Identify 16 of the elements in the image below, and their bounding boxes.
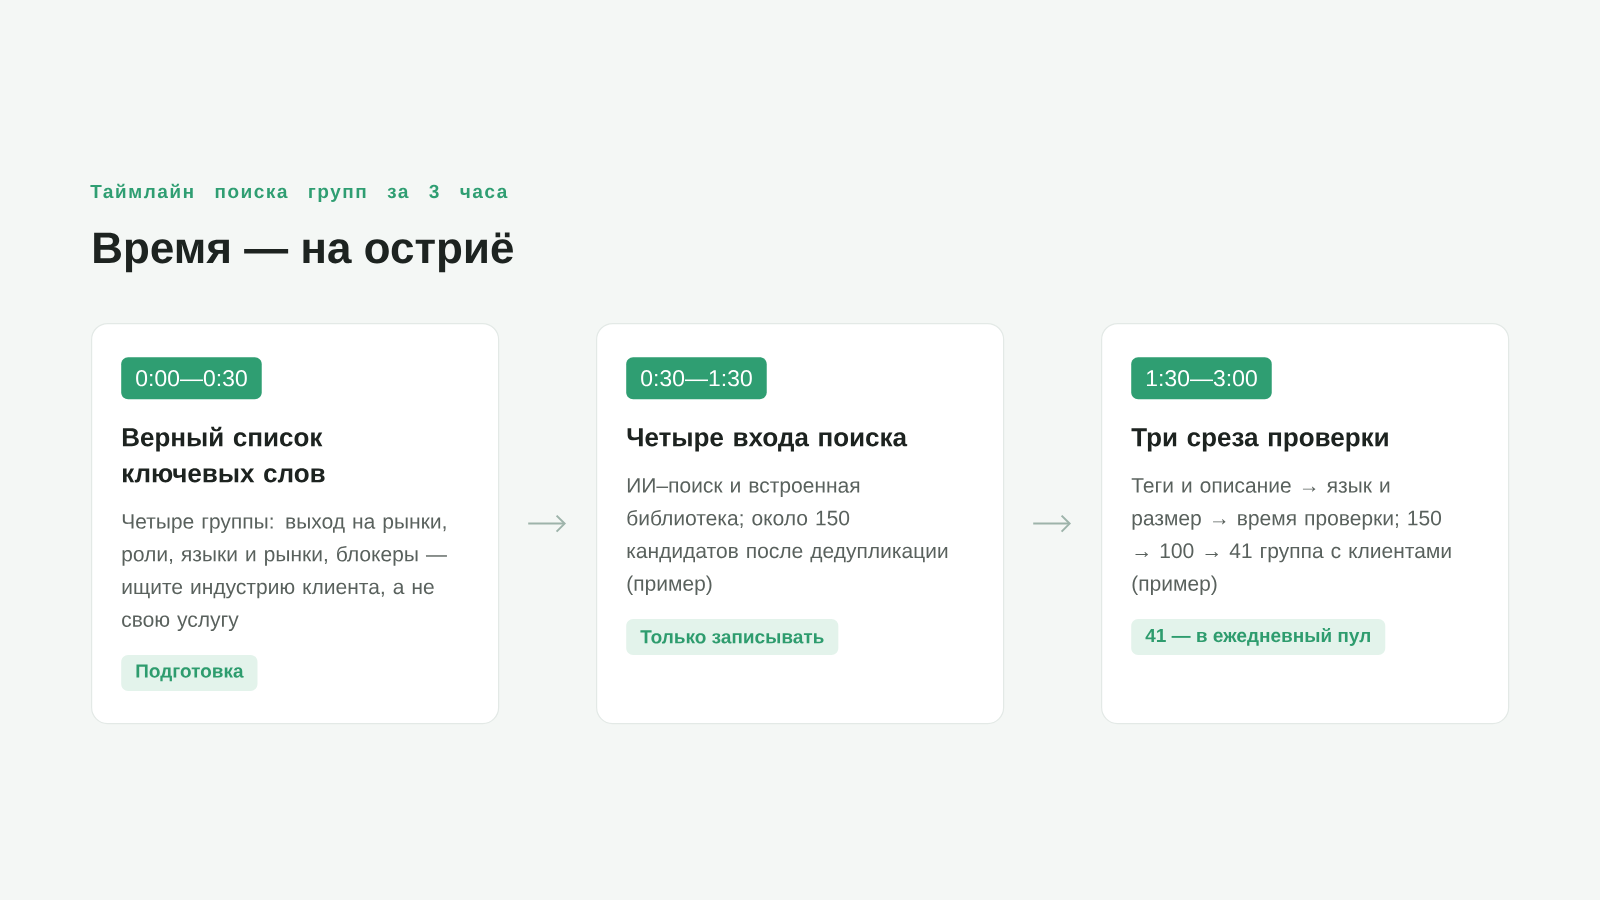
arrow	[1032, 514, 1071, 533]
card-text: ИИ–поиск и встроенная библиотека; около 150 кандидатов после дедупликации (пример)	[627, 478, 948, 596]
card-heading: Три среза проверки	[1131, 428, 1388, 452]
tag: 41 — в ежедневный пул	[1131, 618, 1386, 655]
title: Время — на остриё	[94, 232, 513, 273]
card-text: Четыре группы: выход на рынки, роли, языки и рынки, блокеры — ищите индустрию клиента, а не свою услугу	[122, 514, 447, 632]
time-badge: 1:30—3:00	[1131, 357, 1272, 400]
arrow	[527, 514, 566, 533]
time-badge: 0:30—1:30	[626, 357, 767, 400]
tag: Только записывать	[626, 618, 839, 655]
card-heading: Верный список ключевых слов	[122, 426, 325, 483]
card-heading: Четыре входа поиска	[627, 428, 908, 452]
kicker-text: Таймлайн поиска групп за 3 часа	[90, 183, 508, 202]
time-badge: 0:00—0:30	[121, 357, 262, 400]
tag: Подготовка	[121, 654, 258, 691]
card-text: Теги и описание → язык и размер → время проверки; 150 → 100 → 41 группа с клиентами (пример)	[1131, 478, 1451, 596]
